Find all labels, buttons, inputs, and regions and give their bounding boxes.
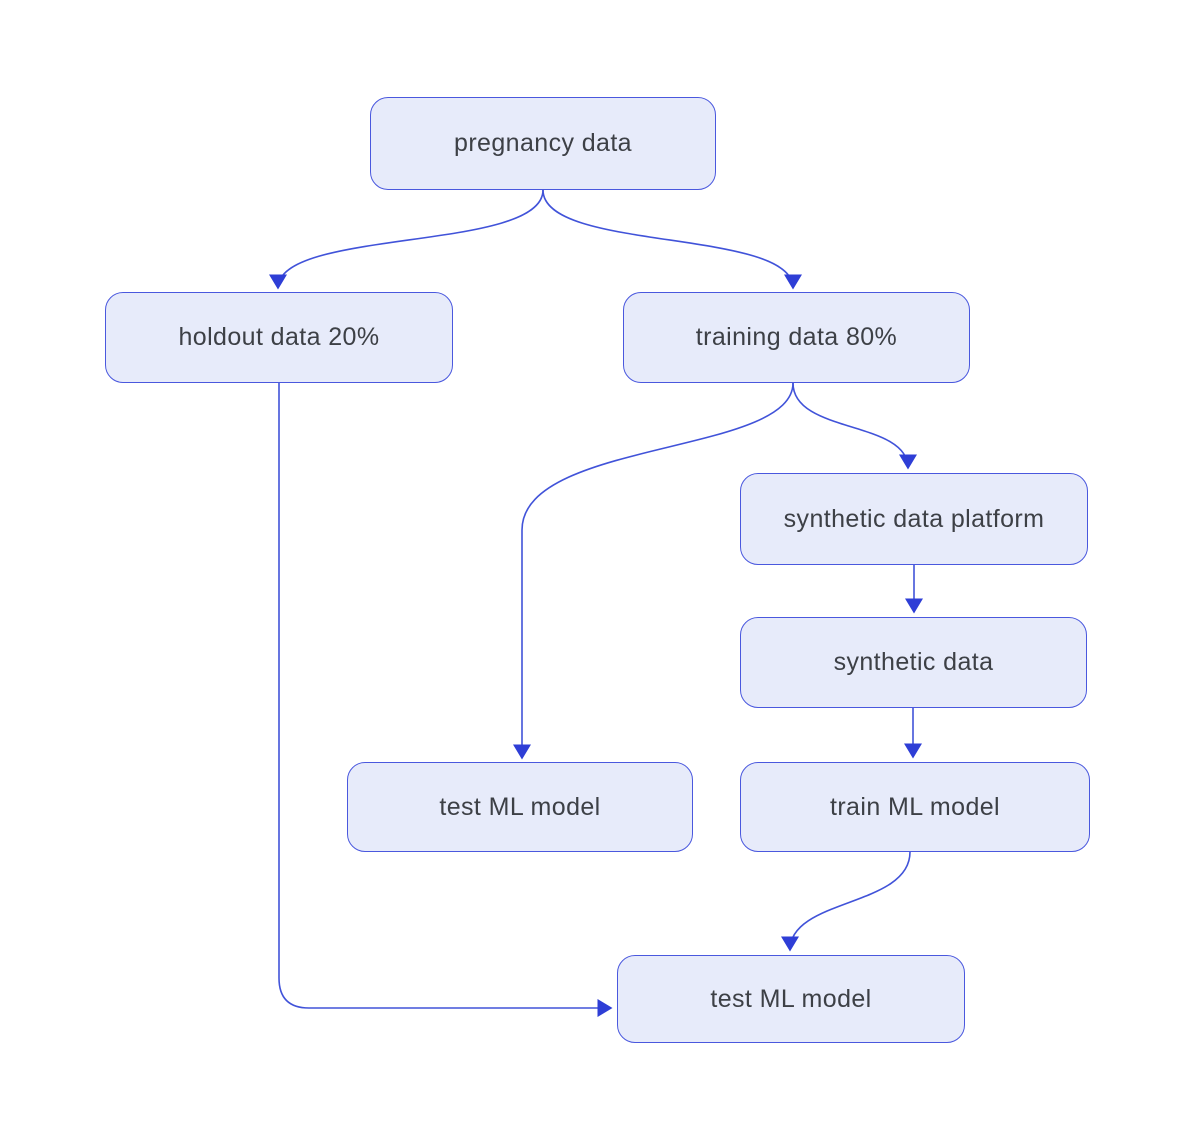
node-label-synthetic-data-platform: synthetic data platform	[783, 504, 1045, 533]
edge-holdout-data-to-test-ml-model-bottom	[278, 383, 613, 1017]
node-label-training-data: training data 80%	[695, 323, 898, 351]
node-label-test-ml-model-bottom: test ML model	[710, 984, 872, 1013]
edge-group	[269, 189, 923, 1017]
node-train-ml-model: train ML model	[740, 762, 1090, 852]
node-label-synthetic-data: synthetic data	[833, 648, 994, 676]
node-label-holdout-data: holdout data 20%	[178, 323, 380, 351]
node-label-test-ml-model-left: test ML model	[439, 792, 601, 821]
edge-pregnancy-data-to-training-data	[542, 189, 802, 290]
node-test-ml-model-left: test ML model	[347, 762, 693, 852]
node-training-data: training data 80%	[623, 292, 970, 383]
node-synthetic-data: synthetic data	[740, 617, 1087, 708]
node-label-pregnancy-data: pregnancy data	[454, 129, 632, 157]
node-holdout-data: holdout data 20%	[105, 292, 453, 383]
edge-training-data-to-test-ml-model-left	[513, 382, 794, 760]
node-synthetic-data-platform: synthetic data platform	[740, 473, 1088, 565]
node-label-train-ml-model: train ML model	[829, 792, 1001, 821]
edge-train-ml-model-to-test-ml-model-bottom	[781, 851, 911, 952]
node-test-ml-model-bottom: test ML model	[617, 955, 965, 1043]
edge-pregnancy-data-to-holdout-data	[269, 189, 544, 290]
node-pregnancy-data: pregnancy data	[370, 97, 716, 190]
edge-training-data-to-synthetic-data-platform	[792, 382, 917, 470]
